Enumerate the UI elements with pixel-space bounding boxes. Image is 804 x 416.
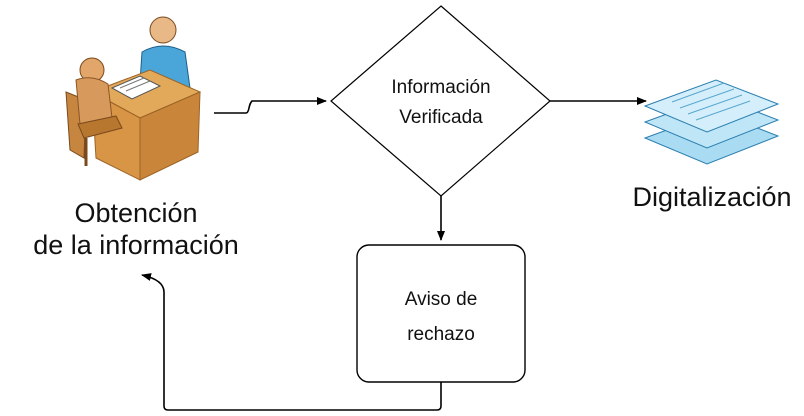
meeting-desk-icon [65,16,202,181]
decision-diamond [330,5,551,197]
digitize-label: Digitalización [632,182,791,212]
decision-label-line1: Información [391,77,490,98]
reject-box [356,244,526,383]
connector-reject-to-obtain [141,273,442,411]
connector-obtain-to-decision [214,97,327,114]
decision-label-line2: Verificada [399,107,483,128]
obtain-label-line1: Obtención [74,198,197,228]
obtain-label-line2: de la información [33,230,239,260]
reject-label-line1: Aviso de [405,289,478,310]
document-stack-icon [643,79,780,165]
reject-label-line2: rechazo [407,324,475,345]
